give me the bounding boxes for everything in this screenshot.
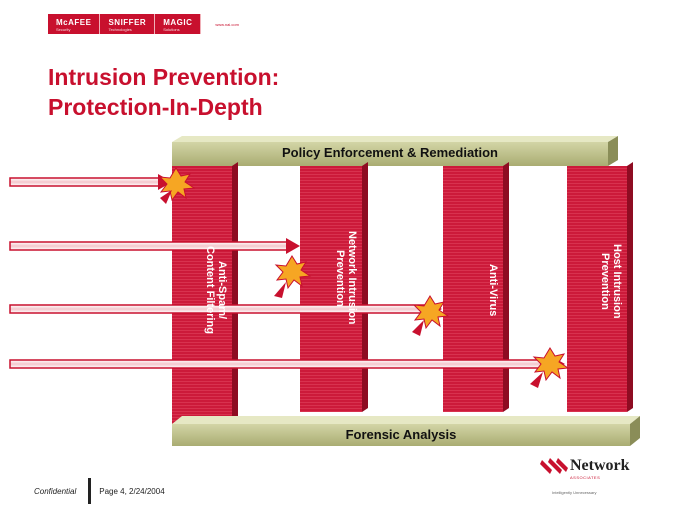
impact-burst-1 [158, 167, 196, 204]
brand-tab-sub: Solutions [163, 26, 180, 32]
title-line-2: Protection-In-Depth [48, 94, 263, 120]
policy-enforcement-label: Policy Enforcement & Remediation [282, 145, 498, 160]
threat-arrow-1 [9, 174, 172, 190]
footer-divider [88, 478, 92, 504]
brand-tab-sub: Security [56, 26, 71, 32]
column-anti-spam [172, 162, 238, 438]
impact-burst-2 [274, 255, 312, 298]
network-associates-logo: Network ASSOCIATES [540, 456, 630, 480]
policy-enforcement-bar [172, 136, 618, 166]
column-label-host-intrusion: Host Intrusion Prevention [599, 243, 623, 319]
impact-burst-4 [530, 347, 570, 388]
forensic-analysis-label: Forensic Analysis [345, 427, 457, 442]
logo-tagline: Intelligently Unnecessary [552, 490, 597, 495]
column-label-anti-virus: Anti-Virus [487, 263, 499, 317]
brand-tab-mcafee: McAFEE Security [48, 14, 101, 34]
slide-title: Intrusion Prevention: Protection-In-Dept… [48, 62, 279, 122]
title-line-1: Intrusion Prevention: [48, 64, 280, 90]
brand-tab-sub: Technologies [108, 26, 132, 32]
confidential-label: Confidential [34, 486, 77, 496]
column-label-network-intrusion: Network Intrusion Prevention [334, 231, 358, 325]
column-label-anti-spam: Anti-Spam/ Content Filtering [204, 246, 228, 334]
forensic-analysis-bar [172, 416, 640, 446]
brand-bar: McAFEE Security SNIFFER Technologies MAG… [48, 14, 239, 34]
brand-tab-magic: MAGIC Solutions [155, 14, 202, 34]
impact-burst-3 [412, 295, 450, 336]
column-host-intrusion [567, 162, 633, 412]
network-associates-mark-icon [540, 458, 568, 474]
brand-tab-name: SNIFFER [108, 17, 147, 27]
footer: Confidential Page 4, 2/24/2004 [34, 478, 165, 504]
logo-word: Network [570, 457, 630, 474]
brand-tab-name: MAGIC [163, 17, 193, 27]
threat-arrow-2 [9, 238, 300, 254]
logo-sub: ASSOCIATES [570, 475, 601, 480]
brand-url: www.nai.com [215, 22, 239, 27]
brand-tab-name: McAFEE [56, 17, 92, 27]
brand-tab-sniffer: SNIFFER Technologies [100, 14, 156, 34]
column-network-intrusion [300, 162, 368, 412]
page-info: Page 4, 2/24/2004 [99, 486, 165, 496]
column-anti-virus [443, 162, 509, 412]
